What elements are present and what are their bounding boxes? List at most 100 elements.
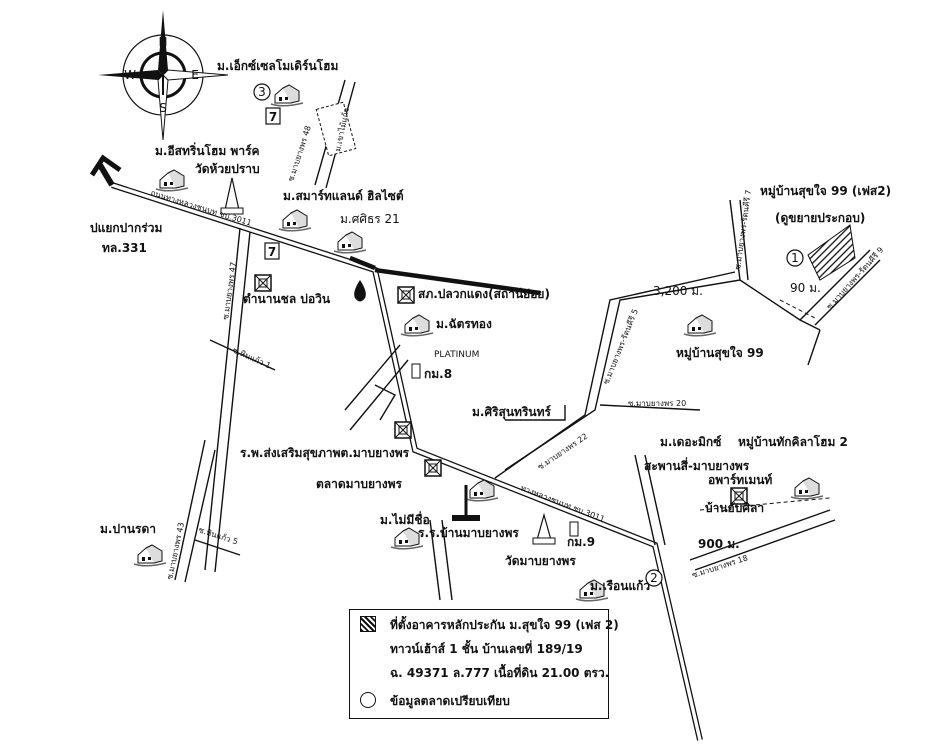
circle-symbol-icon [360, 692, 376, 708]
sign-box [315, 101, 357, 157]
label-sapansi: สะพานสี่-มาบยางพร [644, 457, 750, 473]
compass-e: E [191, 68, 199, 82]
road-soi47-b [214, 231, 251, 573]
label-school: ร.ร.บ้านมาบยางพร [418, 526, 519, 540]
label-wat-huai-prab: วัดห้วยปราบ [195, 162, 260, 176]
gas-station-icon [354, 280, 366, 302]
road-soi43-b [184, 449, 216, 583]
road-side-c [374, 384, 396, 421]
label-sukjai99-phase2: หมู่บ้านสุขใจ 99 (เฟส2) [760, 183, 891, 199]
label-sukjai99-phase2-sub: (ดูขยายประกอบ) [775, 211, 865, 226]
km-post-icon [411, 363, 421, 379]
dashed-distance-line [699, 497, 831, 511]
label-chatthong: ม.ฉัตรทอง [436, 317, 492, 331]
road-rattanakon7 [729, 199, 741, 281]
house-icon [790, 477, 824, 500]
map-legend: ที่ตั้งอาคารหลักประกัน ม.สุขใจ 99 (เฟส 2… [349, 609, 619, 719]
label-route331: ทล.331 [102, 241, 147, 255]
label-pluak-daeng-station: สภ.ปลวกแดง(สถานีย่อย) [418, 287, 550, 301]
house-icon [133, 544, 167, 567]
label-ban-apsara: บ้านอับศิลา [705, 501, 764, 515]
label-platinum: PLATINUM [434, 350, 479, 360]
label-sukjai99: หมู่บ้านสุขใจ 99 [676, 345, 764, 361]
label-dist-900: 900 ม. [698, 537, 740, 551]
road-soi20 [599, 404, 701, 411]
road-south-b [441, 519, 453, 601]
road-side-b [349, 359, 409, 431]
label-market: ตลาดมาบยางพร [316, 477, 402, 491]
marker-1-label: 1 [791, 251, 799, 265]
compass-rose-icon [98, 10, 229, 141]
road-south-a [429, 519, 441, 601]
road-rattanakon7-b [739, 199, 749, 281]
road-soi47 [204, 227, 241, 571]
marker-1-circle [786, 249, 804, 267]
label-junction: ปแยกปากร่วม [90, 221, 162, 235]
house-icon [270, 84, 304, 107]
road-label-soi18: ซ.มาบยางพร 18 [691, 553, 749, 580]
legend-line1: ที่ตั้งอาคารหลักประกัน ม.สุขใจ 99 (เฟส 2… [390, 618, 619, 632]
label-mai-mi-chue: ม.ไม่มีชื่อ [380, 511, 430, 527]
legend-line4: ข้อมูลตลาดเปรียบเทียบ [390, 694, 510, 708]
main-highway-road [111, 182, 703, 741]
school-flag-icon [452, 485, 480, 521]
label-pan-rada: ม.ปานรดา [100, 522, 156, 536]
road-rattanakon9 [799, 249, 871, 321]
dashed-90m-line [779, 299, 816, 319]
road-label-rattanakon5: ซ.มาบยางพร-รัตนคีรี 5 [602, 308, 641, 386]
label-apartment: อพาร์ทเมนท์ [708, 473, 772, 487]
road-the-mix [634, 454, 656, 546]
label-takkila-home2: หมู่บ้านทักคิลาโฮม 2 [738, 434, 848, 450]
road-short-s [807, 329, 821, 366]
svg-text:7: 7 [268, 245, 276, 259]
house-icon [683, 314, 717, 337]
temple-icon [532, 512, 556, 545]
road-west-connector [349, 255, 376, 271]
office-icon [397, 286, 415, 304]
house-icon [278, 209, 312, 232]
compass-n: N [159, 35, 168, 49]
label-easy-home-park: ม.อีสทริ่นโฮม พาร์ค [155, 142, 260, 158]
label-km8: กม.8 [424, 367, 452, 381]
house-icon [400, 314, 434, 337]
compass-s: S [159, 101, 167, 115]
label-km9: กม.9 [567, 535, 595, 549]
office-icon [254, 274, 272, 292]
road-east-branch [374, 267, 541, 296]
road-label-soi47: ซ.มาบยางพร 47 [221, 261, 238, 320]
seven-eleven-icon: 7 [265, 107, 281, 125]
label-hospital: ร.พ.ส่งเสริมสุขภาพต.มาบยางพร [240, 446, 410, 461]
road-soi18 [689, 509, 831, 561]
svg-text:7: 7 [269, 110, 277, 124]
road-sirisun [505, 405, 566, 421]
road-label-soi43: ซ.มาบยางพร 43 [165, 522, 186, 581]
road-the-mix-b [644, 454, 666, 546]
temple-icon [220, 177, 244, 215]
road-hinkao5 [194, 539, 241, 556]
road-label-rattanakon7: ซ.มาบยางพร-รัตนคีรี 7 [733, 189, 753, 270]
label-wat-mab-yang-phon: วัดมาบยางพร [505, 554, 576, 568]
west-arrow-icon [89, 154, 122, 187]
hatched-square-icon [360, 616, 376, 632]
label-ruean-kaew: ม.เรือนแก้ว [590, 579, 650, 593]
compass-w: W [124, 68, 136, 82]
road-rattanakon9-b [814, 259, 881, 326]
label-dist-3200: 3,200 ม. [653, 284, 703, 298]
office-icon [424, 459, 442, 477]
road-label-soi48: ซ.มาบยางพร 48 [286, 124, 313, 182]
road-hinkao1 [209, 339, 276, 371]
label-sirisuntharin: ม.ศิริสุนทรินทร์ [472, 405, 552, 420]
legend-line3: ฉ. 49371 ล.777 เนื้อที่ดิน 21.00 ตรว. [390, 666, 610, 680]
marker-3-label: 3 [258, 85, 266, 99]
label-the-mix: ม.เดอะมิกซ์ [660, 435, 721, 449]
label-dist-90: 90 ม. [790, 281, 821, 295]
km-post-icon [569, 521, 579, 537]
house-icon [333, 231, 367, 254]
road-soi18-b [694, 519, 836, 571]
label-tambon-bowin: ตำนานชล บ่อวิน [243, 292, 331, 306]
property-hatched-area [807, 224, 856, 281]
road-label-soi20: ซ.มาบยางพร 20 [628, 399, 686, 408]
marker-3-circle [253, 83, 271, 101]
road-label-main-east: ทางหลวงชนบท ชบ.3011 [519, 483, 606, 523]
